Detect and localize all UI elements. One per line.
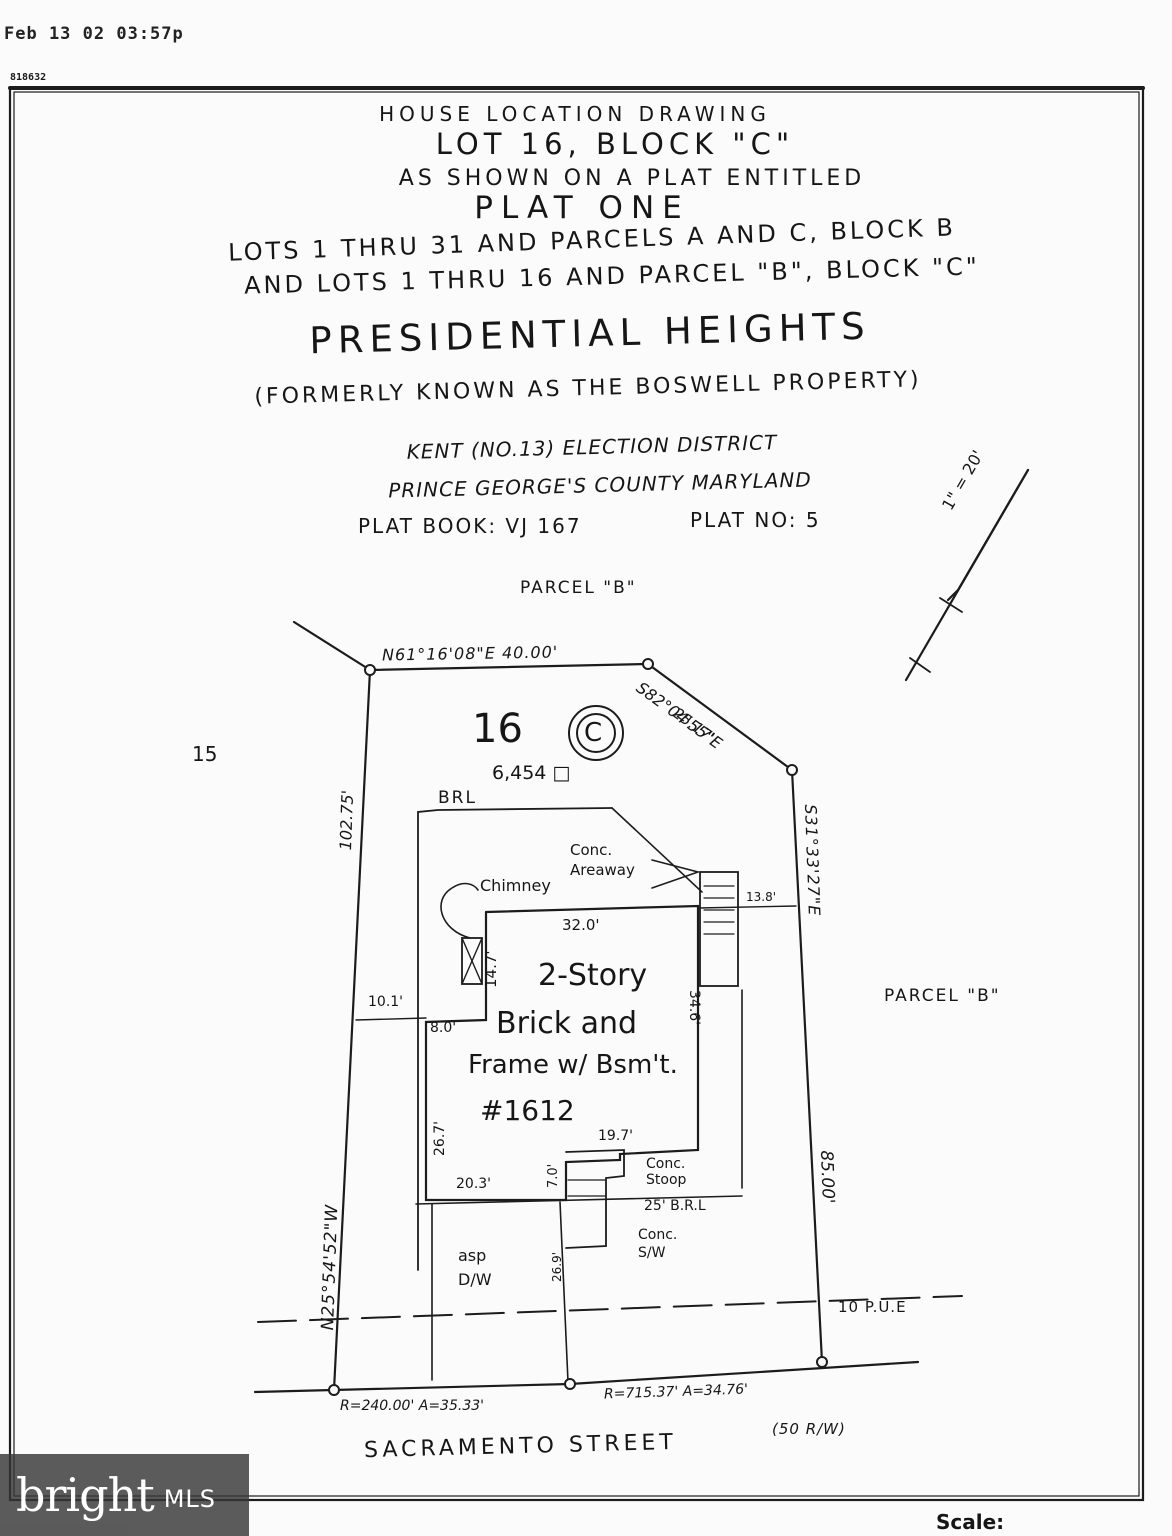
dim-10-1: 10.1'	[368, 994, 404, 1010]
curve-left: R=240.00' A=35.33'	[340, 1398, 484, 1414]
dim-7-0: 7.0'	[546, 1163, 561, 1188]
dim-line-west	[355, 1017, 427, 1021]
dim-20-3: 20.3'	[456, 1176, 492, 1192]
dim-34-6: 34.6'	[686, 990, 702, 1026]
brl-arrow	[611, 807, 703, 893]
dim-19-7: 19.7'	[598, 1128, 634, 1144]
scale-label: Scale:	[936, 1510, 1005, 1534]
chimney-label: Chimney	[480, 876, 551, 895]
parcel-b-right: PARCEL "B"	[884, 986, 1001, 1006]
brl-label: BRL	[438, 788, 477, 808]
lot-line-west	[332, 668, 372, 1392]
brl-front	[415, 1195, 743, 1205]
lot-line-north	[368, 662, 650, 672]
block-c: C	[584, 718, 603, 748]
street-line-right	[568, 1360, 920, 1386]
bearing-top: N61°16'08"E 40.00'	[381, 642, 559, 665]
areaway-stairs	[699, 871, 739, 987]
brl-25-label: 25' B.R.L	[644, 1198, 706, 1214]
dim-26-9: 26.9'	[550, 1251, 564, 1282]
lot-15: 15	[192, 742, 218, 766]
house-line-3: Frame w/ Bsm't.	[468, 1050, 678, 1080]
house-number: #1612	[480, 1094, 575, 1127]
dim-8-0: 8.0'	[430, 1020, 457, 1036]
chimney-box	[461, 937, 483, 985]
asp-dw-label: asp D/W	[458, 1246, 492, 1289]
fax-header: Feb 13 02 03:57p	[4, 24, 192, 44]
brl-rear	[417, 807, 613, 1271]
driveway-right	[559, 1201, 569, 1383]
house-line-2: Brick and	[496, 1006, 638, 1041]
page-border-inner	[13, 91, 1140, 1497]
lot-area: 6,454 □	[492, 762, 571, 784]
dim-26-7: 26.7'	[432, 1120, 448, 1156]
street-line-left	[253, 1382, 572, 1394]
dim-14-7: 14.7'	[482, 950, 500, 988]
block-c-circle	[568, 705, 624, 761]
north-arrow-head	[946, 468, 1030, 602]
fax-id: 818632	[10, 72, 47, 83]
north-arrow-tick-1	[939, 597, 963, 613]
lot-line-east	[790, 768, 824, 1364]
dim-line-east	[697, 905, 797, 909]
fax-date: Feb 13 02 03:57p	[4, 24, 184, 44]
bearing-east: S31°33'27"E	[801, 804, 824, 917]
drawing-type: HOUSE LOCATION DRAWING	[379, 102, 771, 126]
lot-line-nw-ext	[292, 620, 372, 672]
logo-suffix: MLS	[163, 1485, 217, 1513]
lot-line-ne	[646, 662, 794, 772]
house-line-1: 2-Story	[538, 958, 648, 993]
page-border-outer	[8, 86, 1145, 1502]
lot-16: 16	[472, 706, 523, 752]
bright-mls-logo: bright MLS	[0, 1454, 249, 1536]
dist-east-lower: 85.00'	[816, 1150, 838, 1205]
pue-line	[257, 1295, 963, 1323]
north-arrow-tick-2	[909, 657, 931, 673]
conc-stoop	[565, 1149, 625, 1249]
plat-number: PLAT NO: 5	[690, 508, 821, 532]
footer-bar: Scale:	[240, 1500, 1172, 1536]
conc-sw-label: Conc. S/W	[638, 1227, 678, 1261]
dim-32: 32.0'	[562, 916, 600, 934]
logo-word: bright	[16, 1468, 155, 1522]
conc-stoop-label: Conc. Stoop	[646, 1156, 687, 1188]
shown-on: AS SHOWN ON A PLAT ENTITLED	[398, 166, 866, 191]
pue-label: 10 P.U.E	[838, 1298, 907, 1316]
dist-west: 102.75'	[336, 789, 358, 851]
parcel-b-top: PARCEL "B"	[520, 578, 637, 598]
plat-book: PLAT BOOK: VJ 167	[358, 514, 582, 538]
dim-13-8: 13.8'	[746, 890, 777, 904]
lot-block: LOT 16, BLOCK "C"	[435, 127, 795, 161]
chimney-leader	[440, 882, 479, 939]
row-width: (50 R/W)	[772, 1420, 846, 1438]
plat-name: PLAT ONE	[474, 190, 690, 226]
areaway-label: Conc. Areaway	[570, 841, 635, 879]
house-footprint	[424, 904, 700, 1202]
